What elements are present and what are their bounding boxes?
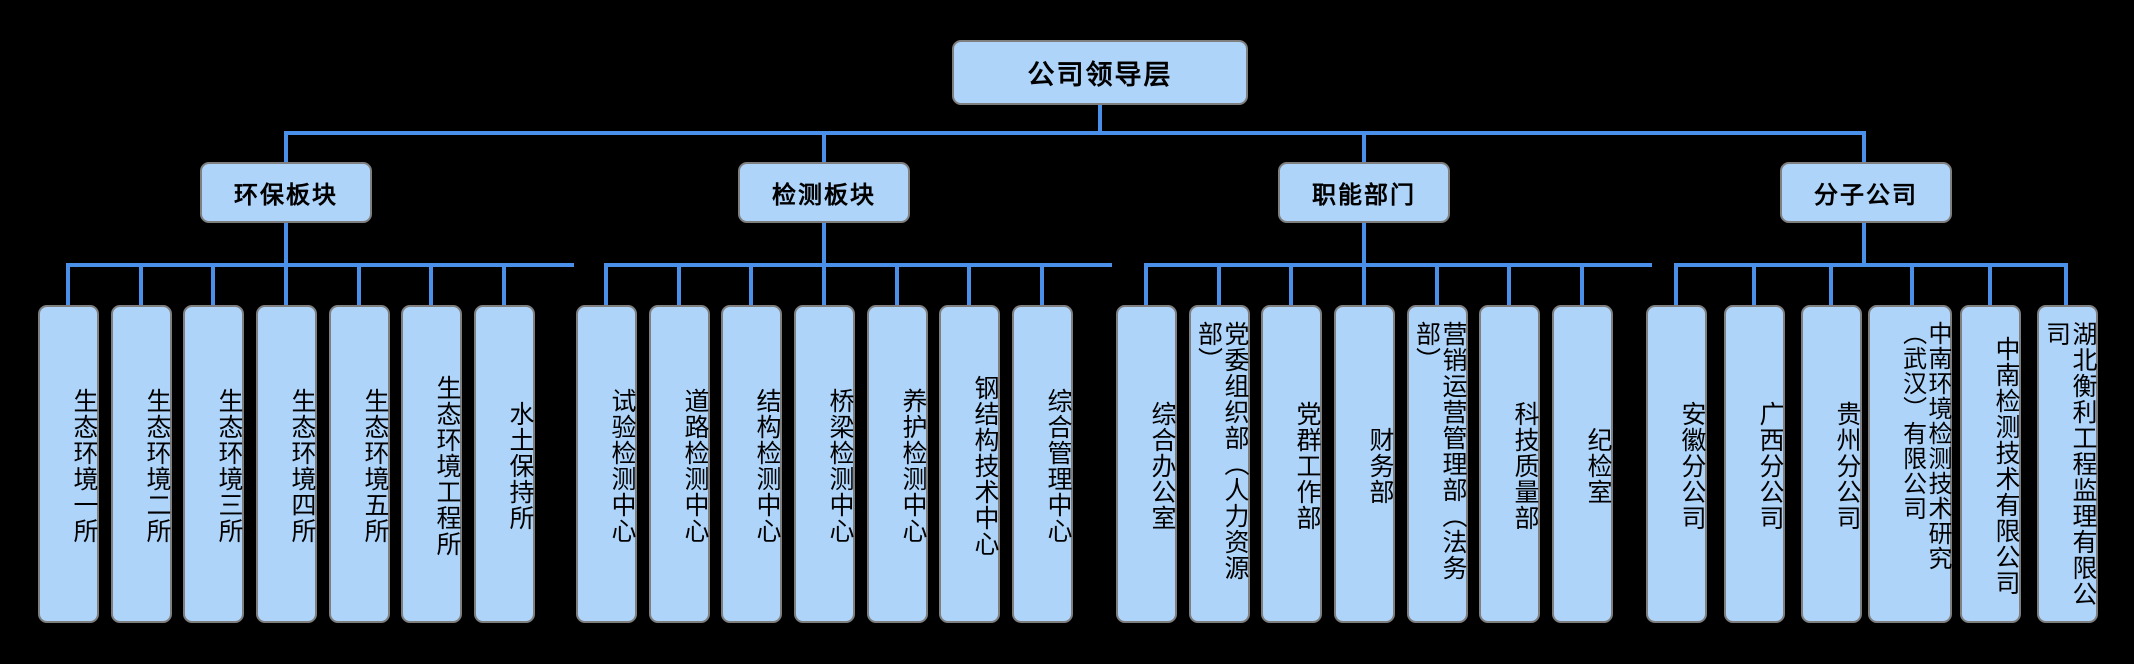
node-leaf-eco-institute-4[interactable]: 生态环境四所 (256, 305, 317, 623)
node-leaf-road-testing-center[interactable]: 道路检测中心 (649, 305, 710, 623)
node-leaf-eco-institute-1[interactable]: 生态环境一所 (38, 305, 99, 623)
connector-sector2-drop-3 (749, 263, 753, 307)
connector-sector3-drop-3 (1289, 263, 1293, 307)
connector-sector3-bus (1144, 263, 1652, 267)
connector-sector3-drop-1 (1144, 263, 1148, 307)
node-leaf-eco-institute-5[interactable]: 生态环境五所 (329, 305, 390, 623)
connector-sector1-drop-4 (284, 263, 288, 307)
connector-sector2-drop-7 (1040, 263, 1044, 307)
node-leaf-party-organization-hr-department[interactable]: 党委组织部（人力资源部） (1189, 305, 1250, 623)
connector-drop-sector-3 (1362, 131, 1366, 162)
connector-sector3-drop-6 (1507, 263, 1511, 307)
node-leaf-discipline-inspection-office[interactable]: 纪检室 (1552, 305, 1613, 623)
connector-sector2-drop-6 (967, 263, 971, 307)
node-leaf-comprehensive-management-center[interactable]: 综合管理中心 (1012, 305, 1073, 623)
connector-sector4-drop-4 (1910, 263, 1914, 307)
connector-sector2-drop-1 (604, 263, 608, 307)
node-leaf-eco-engineering-institute[interactable]: 生态环境工程所 (401, 305, 462, 623)
connector-sector1-drop-3 (211, 263, 215, 307)
connector-sector3-drop-7 (1580, 263, 1584, 307)
connector-sector4-drop-6 (2064, 263, 2068, 307)
connector-sector4-drop-3 (1829, 263, 1833, 307)
node-leaf-anhui-branch[interactable]: 安徽分公司 (1646, 305, 1707, 623)
node-leaf-structure-testing-center[interactable]: 结构检测中心 (721, 305, 782, 623)
connector-drop-sector-4 (1862, 131, 1866, 162)
node-leaf-soil-water-conservation-institute[interactable]: 水土保持所 (474, 305, 535, 623)
connector-sector2-drop-4 (822, 263, 826, 307)
node-leaf-maintenance-testing-center[interactable]: 养护检测中心 (867, 305, 928, 623)
node-leaf-hubei-hengli-engineering-supervision[interactable]: 湖北衡利工程监理有限公司 (2037, 305, 2098, 623)
node-leaf-science-tech-quality-department[interactable]: 科技质量部 (1479, 305, 1540, 623)
connector-sector4-stem (1862, 223, 1866, 265)
connector-root-stem (1098, 105, 1102, 133)
connector-sector4-bus (1674, 263, 2068, 267)
node-leaf-bridge-testing-center[interactable]: 桥梁检测中心 (794, 305, 855, 623)
connector-sector2-bus (604, 263, 1112, 267)
node-leaf-guangxi-branch[interactable]: 广西分公司 (1724, 305, 1785, 623)
connector-drop-sector-2 (822, 131, 826, 162)
connector-sector1-drop-5 (357, 263, 361, 307)
node-leaf-general-office[interactable]: 综合办公室 (1116, 305, 1177, 623)
node-sector-testing[interactable]: 检测板块 (738, 162, 910, 223)
connector-sector1-drop-7 (502, 263, 506, 307)
node-leaf-eco-institute-3[interactable]: 生态环境三所 (183, 305, 244, 623)
connector-sector1-bus (66, 263, 574, 267)
connector-sector3-stem (1362, 223, 1366, 265)
node-leaf-zhongnan-environmental-testing-wuhan[interactable]: 中南环境检测技术研究（武汉）有限公司 (1868, 305, 1952, 623)
node-leaf-steel-structure-tech-center[interactable]: 钢结构技术中心 (939, 305, 1000, 623)
connector-sector4-drop-1 (1674, 263, 1678, 307)
node-leaf-guizhou-branch[interactable]: 贵州分公司 (1801, 305, 1862, 623)
connector-sector2-stem (822, 223, 826, 265)
node-leaf-marketing-operations-legal-department[interactable]: 营销运营管理部（法务部） (1407, 305, 1468, 623)
node-sector-functional[interactable]: 职能部门 (1278, 162, 1450, 223)
connector-sector1-drop-6 (429, 263, 433, 307)
connector-drop-sector-1 (284, 131, 288, 162)
node-sector-subsidiaries[interactable]: 分子公司 (1780, 162, 1952, 223)
node-leaf-experiment-testing-center[interactable]: 试验检测中心 (576, 305, 637, 623)
connector-level2-bus (284, 131, 1866, 135)
connector-sector3-drop-5 (1435, 263, 1439, 307)
connector-sector2-drop-5 (895, 263, 899, 307)
connector-sector2-drop-2 (677, 263, 681, 307)
node-leaf-eco-institute-2[interactable]: 生态环境二所 (111, 305, 172, 623)
node-leaf-zhongnan-testing-technology[interactable]: 中南检测技术有限公司 (1960, 305, 2021, 623)
node-sector-environmental[interactable]: 环保板块 (200, 162, 372, 223)
node-leaf-finance-department[interactable]: 财务部 (1334, 305, 1395, 623)
connector-sector1-drop-2 (139, 263, 143, 307)
connector-sector4-drop-5 (1988, 263, 1992, 307)
node-root[interactable]: 公司领导层 (952, 40, 1248, 105)
connector-sector3-drop-4 (1362, 263, 1366, 307)
node-leaf-party-mass-work-department[interactable]: 党群工作部 (1261, 305, 1322, 623)
connector-sector1-stem (284, 223, 288, 265)
connector-sector3-drop-2 (1217, 263, 1221, 307)
connector-sector4-drop-2 (1752, 263, 1756, 307)
connector-sector1-drop-1 (66, 263, 70, 307)
